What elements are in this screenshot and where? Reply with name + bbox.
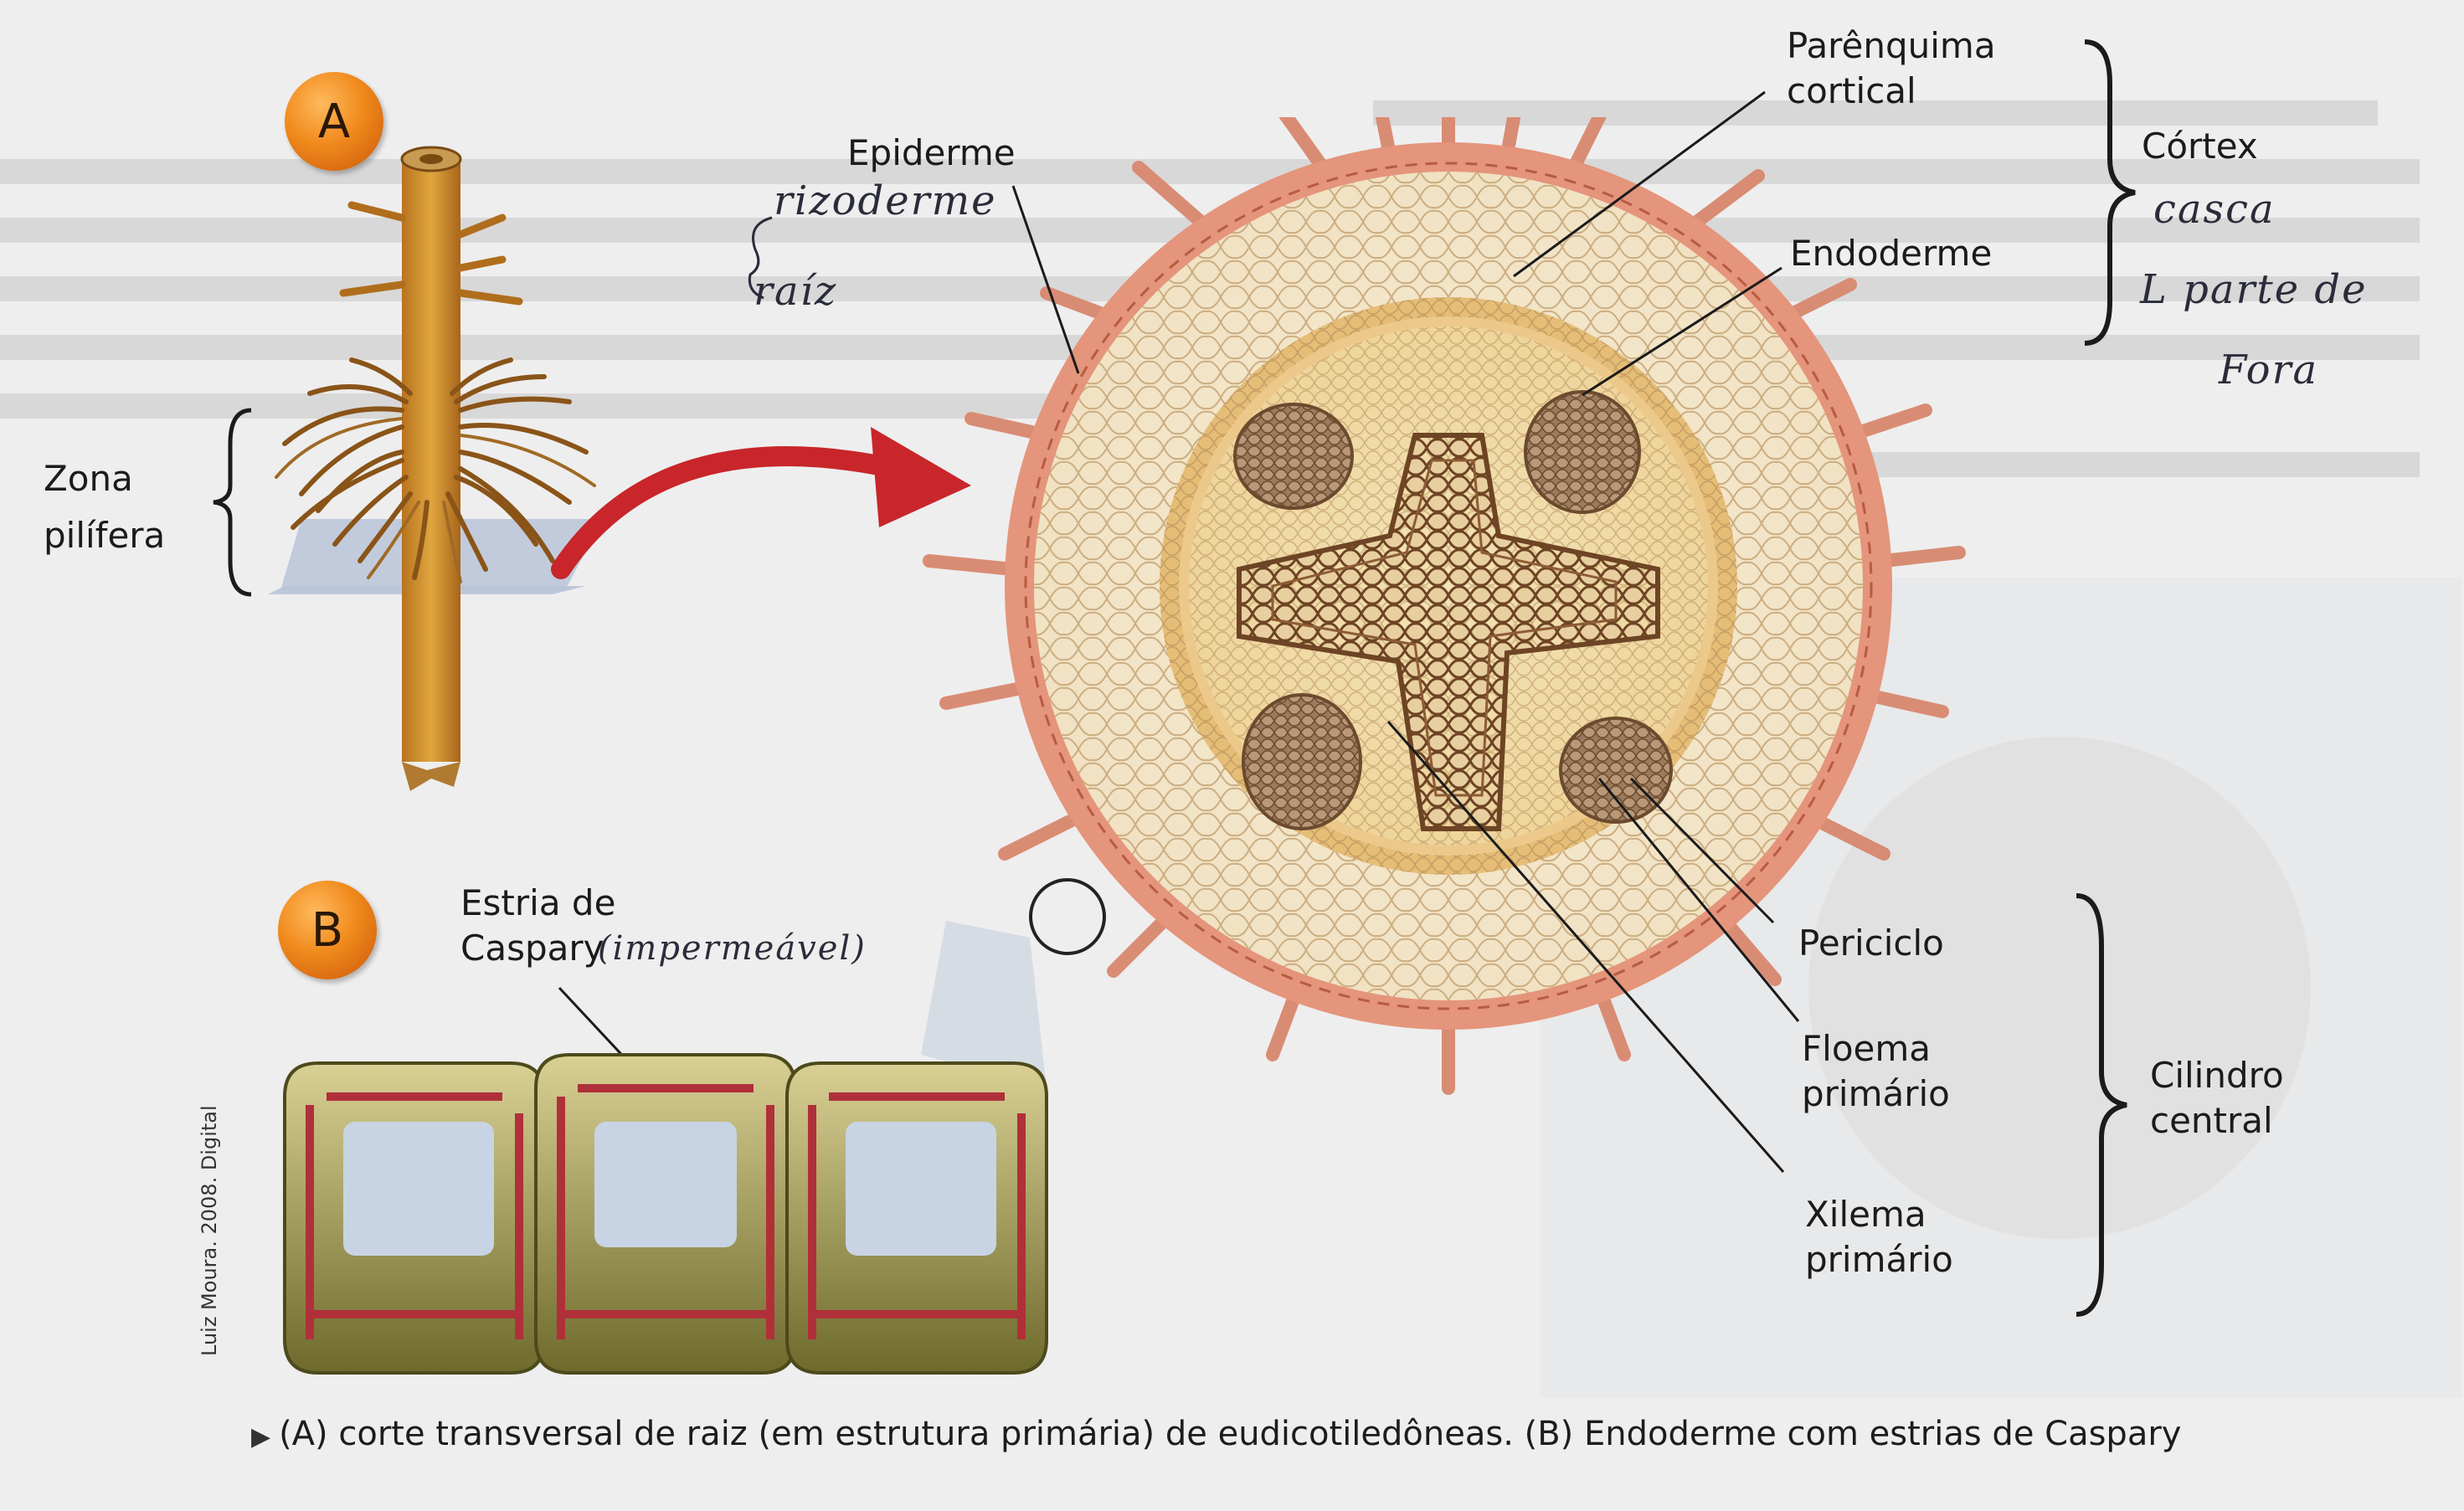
note-fora: Fora bbox=[2219, 347, 2319, 393]
detail-circle bbox=[1029, 878, 1106, 955]
cortex-brace bbox=[2084, 39, 2136, 346]
note-raiz: raíz bbox=[754, 268, 838, 315]
label-parenquima-line2: cortical bbox=[1787, 70, 1916, 111]
phloem-group bbox=[1242, 693, 1362, 830]
label-parenquima-line1: Parênquima bbox=[1787, 25, 1996, 66]
root-illustration bbox=[268, 146, 603, 791]
note-impermeavel: (impermeável) bbox=[598, 929, 867, 968]
label-cilindro-central: Cilindro central bbox=[2150, 1053, 2284, 1144]
label-xilema-line1: Xilema bbox=[1805, 1194, 1926, 1235]
central-cylinder-brace bbox=[2076, 893, 2127, 1317]
label-epiderme: Epiderme bbox=[847, 132, 1016, 173]
label-endoderme: Endoderme bbox=[1790, 233, 1993, 274]
note-casca: casca bbox=[2153, 186, 2276, 233]
label-floema-line1: Floema bbox=[1802, 1028, 1932, 1069]
phloem-group bbox=[1524, 390, 1641, 514]
label-estria-line1: Estria de bbox=[460, 882, 616, 923]
endodermis-cells-illustration bbox=[283, 1053, 1048, 1375]
root-axis bbox=[402, 159, 460, 762]
badge-a: A bbox=[285, 72, 383, 171]
section-arrow bbox=[551, 427, 971, 579]
illustration-credit: Luiz Moura. 2008. Digital bbox=[198, 1105, 221, 1356]
note-bracket bbox=[748, 216, 773, 300]
label-cilindro-line1: Cilindro bbox=[2150, 1055, 2284, 1096]
hair-zone-brace bbox=[213, 408, 252, 597]
root-cross-section bbox=[921, 117, 1966, 1095]
label-zona-line2: pilífera bbox=[44, 515, 166, 556]
label-xilema-line2: primário bbox=[1805, 1239, 1953, 1280]
endodermis-cell bbox=[785, 1061, 1048, 1375]
label-zona-pilifera: Zona pilífera bbox=[44, 456, 165, 558]
endodermis-cell bbox=[534, 1053, 797, 1375]
root-hair-zone bbox=[282, 357, 589, 580]
label-cortex: Córtex bbox=[2142, 126, 2258, 167]
primary-xylem bbox=[1237, 433, 1660, 831]
label-estria-line2: Caspary bbox=[460, 928, 604, 969]
root-hairs bbox=[923, 117, 1966, 1095]
endodermis-cell bbox=[283, 1061, 546, 1375]
badge-b: B bbox=[278, 881, 377, 979]
label-xilema-primario: Xilema primário bbox=[1805, 1192, 1953, 1282]
phloem-group bbox=[1559, 717, 1673, 824]
label-floema-primario: Floema primário bbox=[1802, 1026, 1950, 1117]
label-estria-de-caspary: Estria de Caspary bbox=[460, 881, 615, 971]
figure-caption: ▶ (A) corte transversal de raiz (em estru… bbox=[251, 1415, 2395, 1453]
note-rizoderme: rizoderme bbox=[774, 177, 997, 224]
phloem-group bbox=[1233, 403, 1354, 510]
note-parte-de: L parte de bbox=[2140, 266, 2368, 313]
label-zona-line1: Zona bbox=[44, 458, 133, 499]
label-floema-line2: primário bbox=[1802, 1073, 1950, 1114]
label-cilindro-line2: central bbox=[2150, 1100, 2273, 1141]
label-parenquima-cortical: Parênquima cortical bbox=[1787, 23, 1996, 114]
label-periciclo: Periciclo bbox=[1798, 923, 1944, 964]
caption-arrow-icon: ▶ bbox=[251, 1422, 271, 1452]
caption-text: (A) corte transversal de raiz (em estrut… bbox=[279, 1415, 2182, 1453]
